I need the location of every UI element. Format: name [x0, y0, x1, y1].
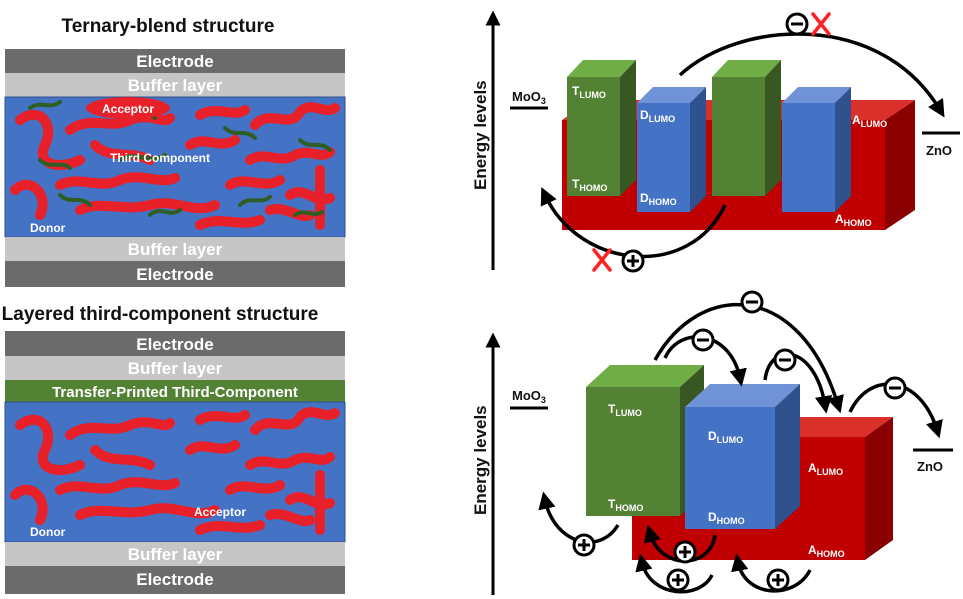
layered-electrode-top	[5, 331, 345, 356]
ternary-blend-panel: Ternary-blend structure Electrode Buffer…	[4, 16, 346, 287]
ternary-electrode-bottom-label: Electrode	[136, 265, 213, 284]
ternary-acceptor-highlight	[86, 97, 170, 119]
energy-top-electron-icon	[785, 12, 809, 36]
energy-top-electron-cross-icon	[811, 12, 831, 36]
energy-bottom-hole-icon-4	[766, 568, 790, 592]
energy-top-zno-label: ZnO	[926, 143, 952, 158]
energy-top-donor-box-2	[782, 87, 851, 212]
layered-panel: Layered third-component structure Electr…	[2, 304, 346, 594]
ternary-buffer-bottom	[5, 237, 345, 261]
energy-bottom-hole-icon-2	[673, 540, 697, 564]
energy-bottom-a-homo-label: AHOMO	[808, 543, 845, 559]
energy-top-donor-box	[637, 87, 706, 212]
energy-bottom-panel: Energy levels MoO3 ZnO TLUMO THOMO DLUMO…	[471, 290, 953, 595]
layered-transfer-layer-label: Transfer-Printed Third-Component	[52, 384, 298, 401]
ternary-electrode-top-label: Electrode	[136, 52, 213, 71]
energy-bottom-electron-icon-2	[691, 328, 715, 352]
energy-top-third-box-2	[712, 60, 781, 196]
ternary-buffer-bottom-label: Buffer layer	[128, 240, 223, 259]
energy-bottom-electron-icon-3	[773, 348, 797, 372]
ternary-donor-label: Donor	[30, 221, 66, 235]
energy-bottom-hole-icon-3	[666, 568, 690, 592]
energy-bottom-d-lumo-label: DLUMO	[708, 429, 743, 445]
ternary-buffer-top-label: Buffer layer	[128, 76, 223, 95]
energy-bottom-t-lumo-label: TLUMO	[608, 402, 642, 418]
ternary-third-component-label: Third Component	[110, 151, 210, 165]
layered-electrode-top-label: Electrode	[136, 335, 213, 354]
energy-top-d-homo-label: DHOMO	[640, 191, 677, 207]
energy-bottom-t-homo-label: THOMO	[608, 497, 643, 513]
layered-title: Layered third-component structure	[2, 304, 319, 325]
energy-top-third-box	[567, 60, 636, 196]
energy-top-hole-cross-icon	[592, 248, 612, 272]
layered-red-domains	[10, 407, 340, 535]
layered-donor-label: Donor	[30, 525, 66, 539]
energy-top-t-lumo-label: TLUMO	[572, 84, 606, 100]
energy-bottom-electron-icon-1	[740, 290, 764, 314]
energy-top-a-homo-label: AHOMO	[835, 212, 872, 228]
energy-top-panel: Energy levels MoO3 ZnO	[471, 10, 960, 273]
energy-top-moo3-label: MoO3	[512, 89, 546, 106]
layered-transfer-layer	[5, 380, 345, 402]
energy-bottom-donor-box	[685, 384, 800, 529]
layered-buffer-top	[5, 356, 345, 380]
layered-electrode-bottom	[5, 566, 345, 594]
energy-bottom-hole-icon-1	[572, 533, 596, 557]
energy-top-axis-label: Energy levels	[471, 80, 490, 190]
ternary-acceptor-label: Acceptor	[102, 102, 154, 116]
ternary-electrode-top	[5, 49, 345, 73]
energy-bottom-axis-label: Energy levels	[471, 405, 490, 515]
layered-buffer-bottom	[5, 542, 345, 566]
energy-bottom-a-lumo-label: ALUMO	[808, 461, 843, 477]
energy-bottom-zno-label: ZnO	[917, 459, 943, 474]
energy-bottom-moo3-label: MoO3	[512, 388, 546, 405]
energy-top-t-homo-label: THOMO	[572, 177, 607, 193]
energy-top-electron-arrow	[678, 32, 945, 118]
energy-top-a-lumo-label: ALUMO	[852, 113, 887, 129]
layered-buffer-top-label: Buffer layer	[128, 359, 223, 378]
ternary-electrode-bottom	[5, 261, 345, 287]
energy-top-hole-icon	[621, 249, 645, 273]
layered-acceptor-label: Acceptor	[194, 505, 246, 519]
layered-buffer-bottom-label: Buffer layer	[128, 545, 223, 564]
energy-bottom-d-homo-label: DHOMO	[708, 510, 745, 526]
ternary-buffer-top	[5, 73, 345, 97]
energy-top-d-lumo-label: DLUMO	[640, 108, 675, 124]
layered-electrode-bottom-label: Electrode	[136, 570, 213, 589]
energy-bottom-electron-icon-4	[883, 376, 907, 400]
ternary-title: Ternary-blend structure	[62, 16, 275, 37]
